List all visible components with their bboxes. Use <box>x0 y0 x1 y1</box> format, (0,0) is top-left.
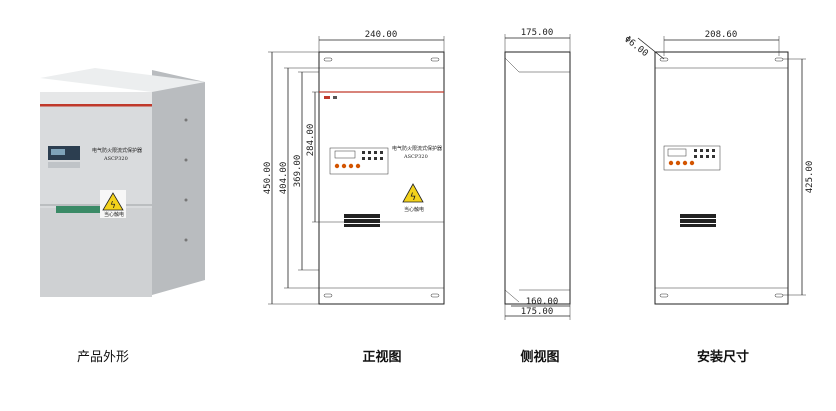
front-panel-title: 电气防火限流式保护器 <box>392 145 442 152</box>
product-photo: 电气防火限流式保护器 ASCP320 ϟ 当心触电 <box>40 68 205 297</box>
front-terminal-block <box>344 214 380 227</box>
mount-slot <box>430 293 440 298</box>
photo-lightning-icon: ϟ <box>110 201 116 211</box>
mount-vertical-label: 425.00 <box>805 161 815 194</box>
bolt-icon <box>184 198 188 202</box>
side-top-label: 175.00 <box>521 28 554 38</box>
mount-hole <box>659 57 669 62</box>
cabinet-lower-body <box>40 208 152 297</box>
brand-logo <box>324 96 330 99</box>
side-bottom-label-1: 160.00 <box>526 297 559 307</box>
photo-buttons <box>48 162 80 168</box>
front-height-2-label: 404.00 <box>279 162 289 195</box>
photo-warning-text: 当心触电 <box>104 211 124 218</box>
accent-stripe <box>40 104 152 107</box>
mount-hole <box>774 57 784 62</box>
front-warning-icon <box>402 183 424 203</box>
mount-view-drawing: Φ6.00 208.60 425.00 <box>622 30 815 305</box>
mount-slot <box>430 57 440 62</box>
front-height-total-label: 450.00 <box>263 162 273 195</box>
caption-photo: 产品外形 <box>76 350 129 365</box>
front-buttons <box>334 163 361 169</box>
mount-slot <box>323 293 333 298</box>
brand-logo <box>333 96 337 99</box>
cabinet-side-face <box>152 70 205 295</box>
cabinet-top-face <box>40 68 205 92</box>
photo-warning-icon <box>102 192 124 211</box>
mount-buttons <box>668 160 695 166</box>
side-bottom-label-2: 175.00 <box>521 307 554 317</box>
mount-hole <box>659 293 669 298</box>
mount-hole-label: Φ6.00 <box>622 34 650 59</box>
side-bevel <box>504 57 520 73</box>
mount-slot <box>323 57 333 62</box>
front-warning-text: 当心触电 <box>404 206 424 213</box>
photo-panel-title: 电气防火限流式保护器 <box>92 147 142 154</box>
side-bevel <box>504 289 520 303</box>
mount-lcd <box>667 148 687 157</box>
mount-outline <box>654 51 789 305</box>
front-lcd <box>334 150 356 159</box>
mount-hole <box>774 293 784 298</box>
bolt-icon <box>184 238 188 242</box>
side-view-drawing: 175.00 160.00 175.00 <box>504 28 571 320</box>
bolt-icon <box>184 118 188 122</box>
bolt-icon <box>184 158 188 162</box>
mount-indicator-grid <box>694 149 715 158</box>
front-outline <box>318 51 445 305</box>
front-panel <box>329 147 389 175</box>
side-outline <box>504 51 571 305</box>
hole-leader-line <box>637 37 665 60</box>
caption-mount-view: 安装尺寸 <box>696 350 749 365</box>
mount-terminal-block <box>680 214 716 227</box>
front-height-3-label: 369.00 <box>293 155 303 188</box>
caption-side-view: 侧视图 <box>520 350 560 365</box>
front-view-drawing: 电气防火限流式保护器 ASCP320 ϟ 当心触电 240.00 450.00 <box>263 30 445 305</box>
front-width-label: 240.00 <box>365 30 398 40</box>
front-panel-model: ASCP320 <box>403 154 428 160</box>
front-lightning-icon: ϟ <box>410 192 417 203</box>
photo-lcd <box>51 149 65 155</box>
terminal-strip <box>56 206 100 213</box>
photo-panel-model: ASCP320 <box>103 156 128 162</box>
mount-spacing-label: 208.60 <box>705 30 738 40</box>
caption-front-view: 正视图 <box>362 350 402 365</box>
cabinet-top-strip <box>40 92 152 104</box>
front-height-4-label: 284.00 <box>306 124 316 157</box>
mount-panel <box>663 145 721 171</box>
front-indicator-grid <box>362 151 383 160</box>
